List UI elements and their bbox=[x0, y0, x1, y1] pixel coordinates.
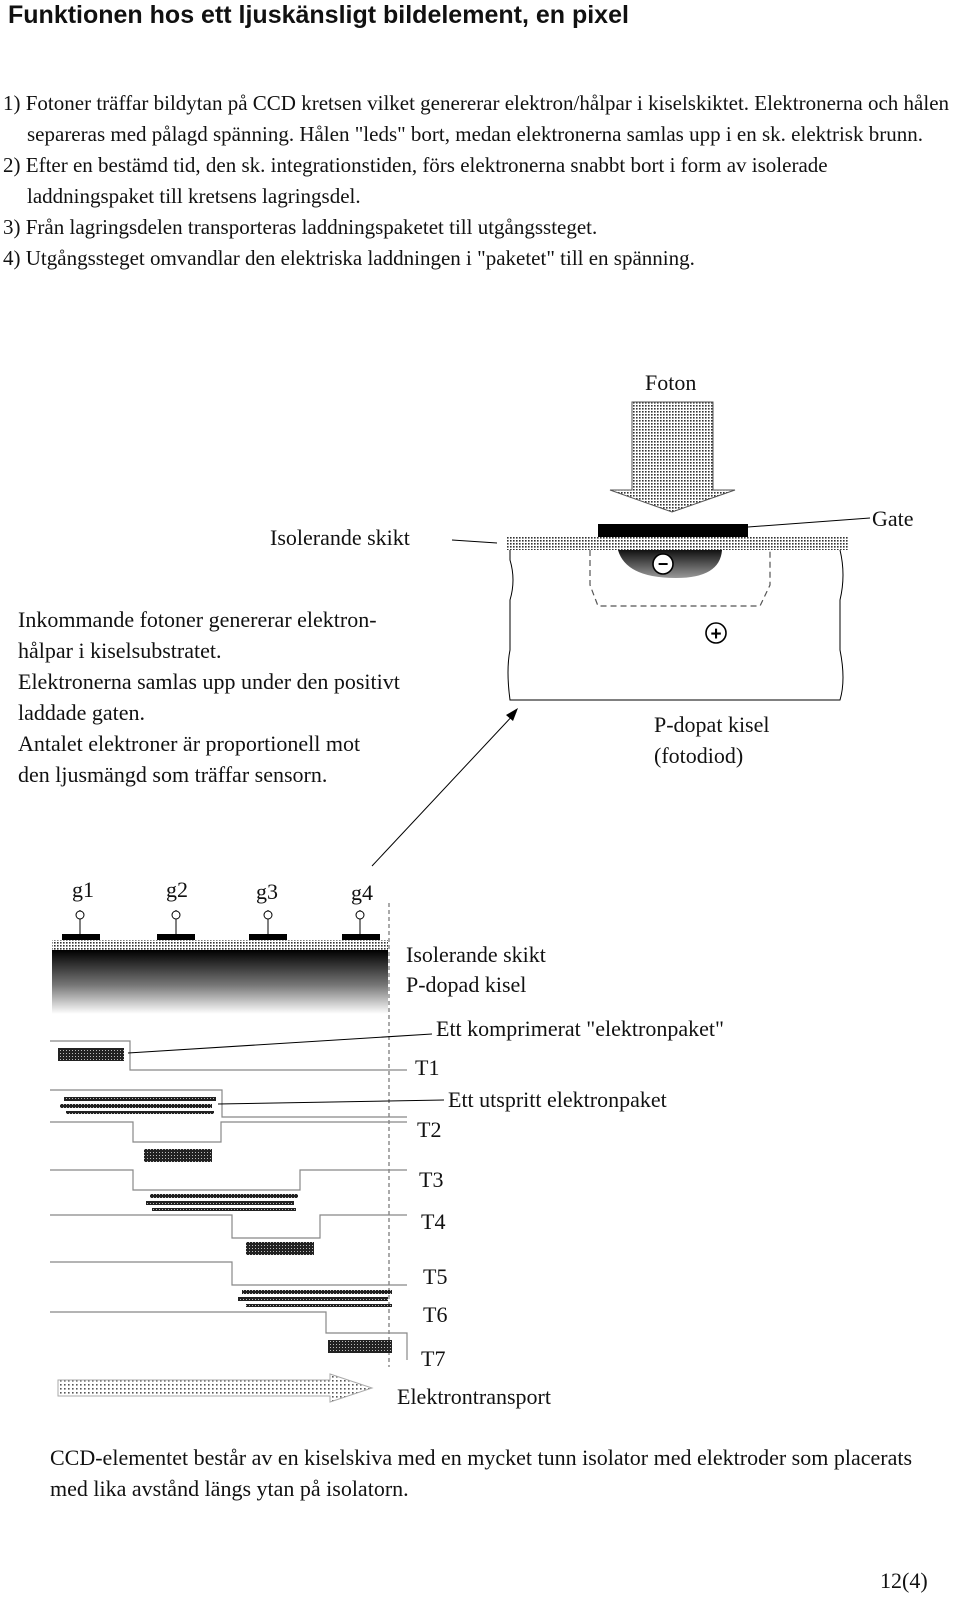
potential-profiles bbox=[50, 1040, 408, 1360]
spread-packet-label: Ett utspritt elektronpaket bbox=[448, 1087, 667, 1112]
time-step-t3: T3 bbox=[419, 1167, 444, 1192]
photon-arrow bbox=[609, 401, 736, 513]
minus-sign: − bbox=[658, 554, 669, 574]
time-step-t7: T7 bbox=[421, 1346, 446, 1371]
packet-compressed-t7 bbox=[328, 1340, 392, 1353]
packet-compressed-t1 bbox=[58, 1048, 124, 1061]
substrate-label-line2: (fotodiod) bbox=[654, 743, 744, 768]
packet-spread-t6 bbox=[238, 1290, 392, 1307]
electron-transport-label: Elektrontransport bbox=[397, 1384, 551, 1409]
step-2: 2) Efter en bestämd tid, den sk. integra… bbox=[3, 153, 828, 208]
page-number: 12(4) bbox=[880, 1568, 928, 1593]
gate-label-g1: g1 bbox=[72, 877, 94, 902]
insulator-label: Isolerande skikt bbox=[270, 525, 410, 550]
time-step-t6: T6 bbox=[423, 1302, 448, 1327]
time-step-t5: T5 bbox=[423, 1264, 448, 1289]
packet-compressed-t5 bbox=[246, 1242, 314, 1255]
gate-leader-line bbox=[747, 517, 871, 528]
insulator-leader-line bbox=[451, 539, 498, 544]
pixel-description: Inkommande fotoner genererar elektron- h… bbox=[18, 604, 488, 790]
description-line: Inkommande fotoner genererar elektron- bbox=[18, 607, 377, 632]
description-line: Antalet elektroner är proportionell mot bbox=[18, 731, 361, 756]
ccd-insulator-layer bbox=[52, 940, 388, 950]
electron-minus-icon bbox=[652, 553, 674, 575]
hole-plus-icon bbox=[705, 622, 727, 644]
gate-terminals bbox=[62, 910, 380, 940]
packet-compressed-t3 bbox=[144, 1149, 212, 1162]
packet-spread-t2 bbox=[60, 1097, 216, 1114]
gate-electrode bbox=[598, 524, 748, 537]
spread-packet-leader bbox=[217, 1099, 445, 1105]
step-3: 3) Från lagringsdelen transporteras ladd… bbox=[3, 215, 598, 239]
gate-label-g4: g4 bbox=[351, 880, 373, 905]
description-line: hålpar i kiselsubstratet. bbox=[18, 638, 222, 663]
description-line: den ljusmängd som träffar sensorn. bbox=[18, 762, 328, 787]
packet-spread-t4 bbox=[146, 1194, 298, 1211]
substrate-label-line1: P-dopat kisel bbox=[654, 712, 770, 737]
photon-label: Foton bbox=[645, 370, 697, 395]
silicon-substrate-outline bbox=[507, 549, 844, 701]
description-line: Elektronerna samlas upp under den positi… bbox=[18, 669, 400, 694]
time-step-t1: T1 bbox=[415, 1055, 440, 1080]
gate-label-g2: g2 bbox=[166, 877, 188, 902]
ccd-substrate bbox=[52, 950, 388, 1014]
description-line: laddade gaten. bbox=[18, 700, 146, 725]
gate-label: Gate bbox=[872, 506, 914, 531]
zoom-pointer-arrow bbox=[371, 708, 518, 867]
ccd-substrate-label: P-dopad kisel bbox=[406, 972, 527, 997]
insulator-layer bbox=[506, 537, 848, 550]
plus-sign: + bbox=[710, 624, 721, 645]
compressed-packet-leader bbox=[127, 1033, 433, 1054]
page-title: Funktionen hos ett ljuskänsligt bildelem… bbox=[8, 1, 629, 29]
electron-transport-arrow bbox=[57, 1373, 374, 1403]
step-4: 4) Utgångssteget omvandlar den elektrisk… bbox=[3, 246, 695, 270]
time-step-t4: T4 bbox=[421, 1209, 446, 1234]
step-1: 1) Fotoner träffar bildytan på CCD krets… bbox=[3, 91, 950, 146]
steps-list: 1) Fotoner träffar bildytan på CCD krets… bbox=[3, 88, 953, 274]
time-step-t2: T2 bbox=[417, 1117, 442, 1142]
compressed-packet-label: Ett komprimerat "elektronpaket" bbox=[436, 1016, 724, 1041]
footer-text: CCD-elementet består av en kiselskiva me… bbox=[50, 1445, 913, 1501]
ccd-insulator-label: Isolerande skikt bbox=[406, 942, 546, 967]
gate-label-g3: g3 bbox=[256, 879, 278, 904]
